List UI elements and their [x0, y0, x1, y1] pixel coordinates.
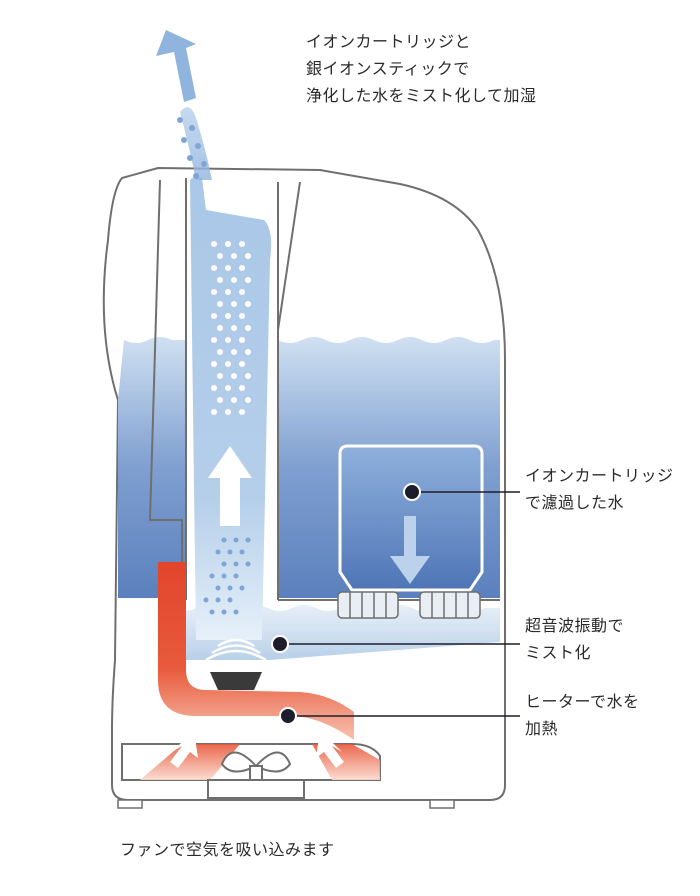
label-line: ミスト化 [525, 643, 592, 662]
callout-filter [403, 483, 520, 501]
intake-arrow-left-icon [170, 730, 198, 768]
label-heater: ヒーターで水を 加熱 [525, 688, 640, 742]
label-line: 浄化した水をミスト化して加湿 [306, 86, 537, 105]
mist-duct [190, 176, 272, 640]
heater-channel [158, 562, 354, 740]
cartridge-valves [337, 591, 481, 619]
label-line: ヒーターで水を [525, 692, 640, 711]
label-line: 加熱 [525, 719, 559, 738]
label-fan-intake: ファンで空気を吸い込みます [120, 836, 335, 863]
label-line: 銀イオンスティックで [306, 59, 470, 78]
ultrasonic-transducer [205, 638, 267, 690]
label-ultrasonic: 超音波振動で ミスト化 [525, 612, 624, 666]
duct-outline [185, 178, 279, 600]
left-inner-wall [148, 179, 183, 600]
label-filtered-water: イオンカートリッジ で濾過した水 [525, 462, 674, 516]
label-line: で濾過した水 [525, 493, 625, 512]
mist-up-arrow-icon [208, 446, 252, 526]
label-line: ファンで空気を吸い込みます [120, 840, 335, 859]
label-line: 超音波振動で [525, 616, 625, 635]
fan-icon [207, 751, 305, 799]
foot-right [429, 799, 455, 809]
label-mist-purification: イオンカートリッジと 銀イオンスティックで 浄化した水をミスト化して加湿 [306, 28, 537, 109]
callout-ultrasonic [271, 635, 520, 653]
label-line: イオンカートリッジと [306, 32, 472, 51]
label-line: イオンカートリッジ [525, 466, 674, 485]
cartridge-down-arrow-icon [390, 516, 430, 584]
callout-heater [279, 707, 520, 725]
mist-arrow-icon [156, 30, 196, 102]
intake-arrow-right-icon [316, 730, 344, 768]
mist-dots [211, 241, 251, 415]
foot-left [117, 799, 143, 809]
mist-dots-lower [177, 117, 251, 615]
